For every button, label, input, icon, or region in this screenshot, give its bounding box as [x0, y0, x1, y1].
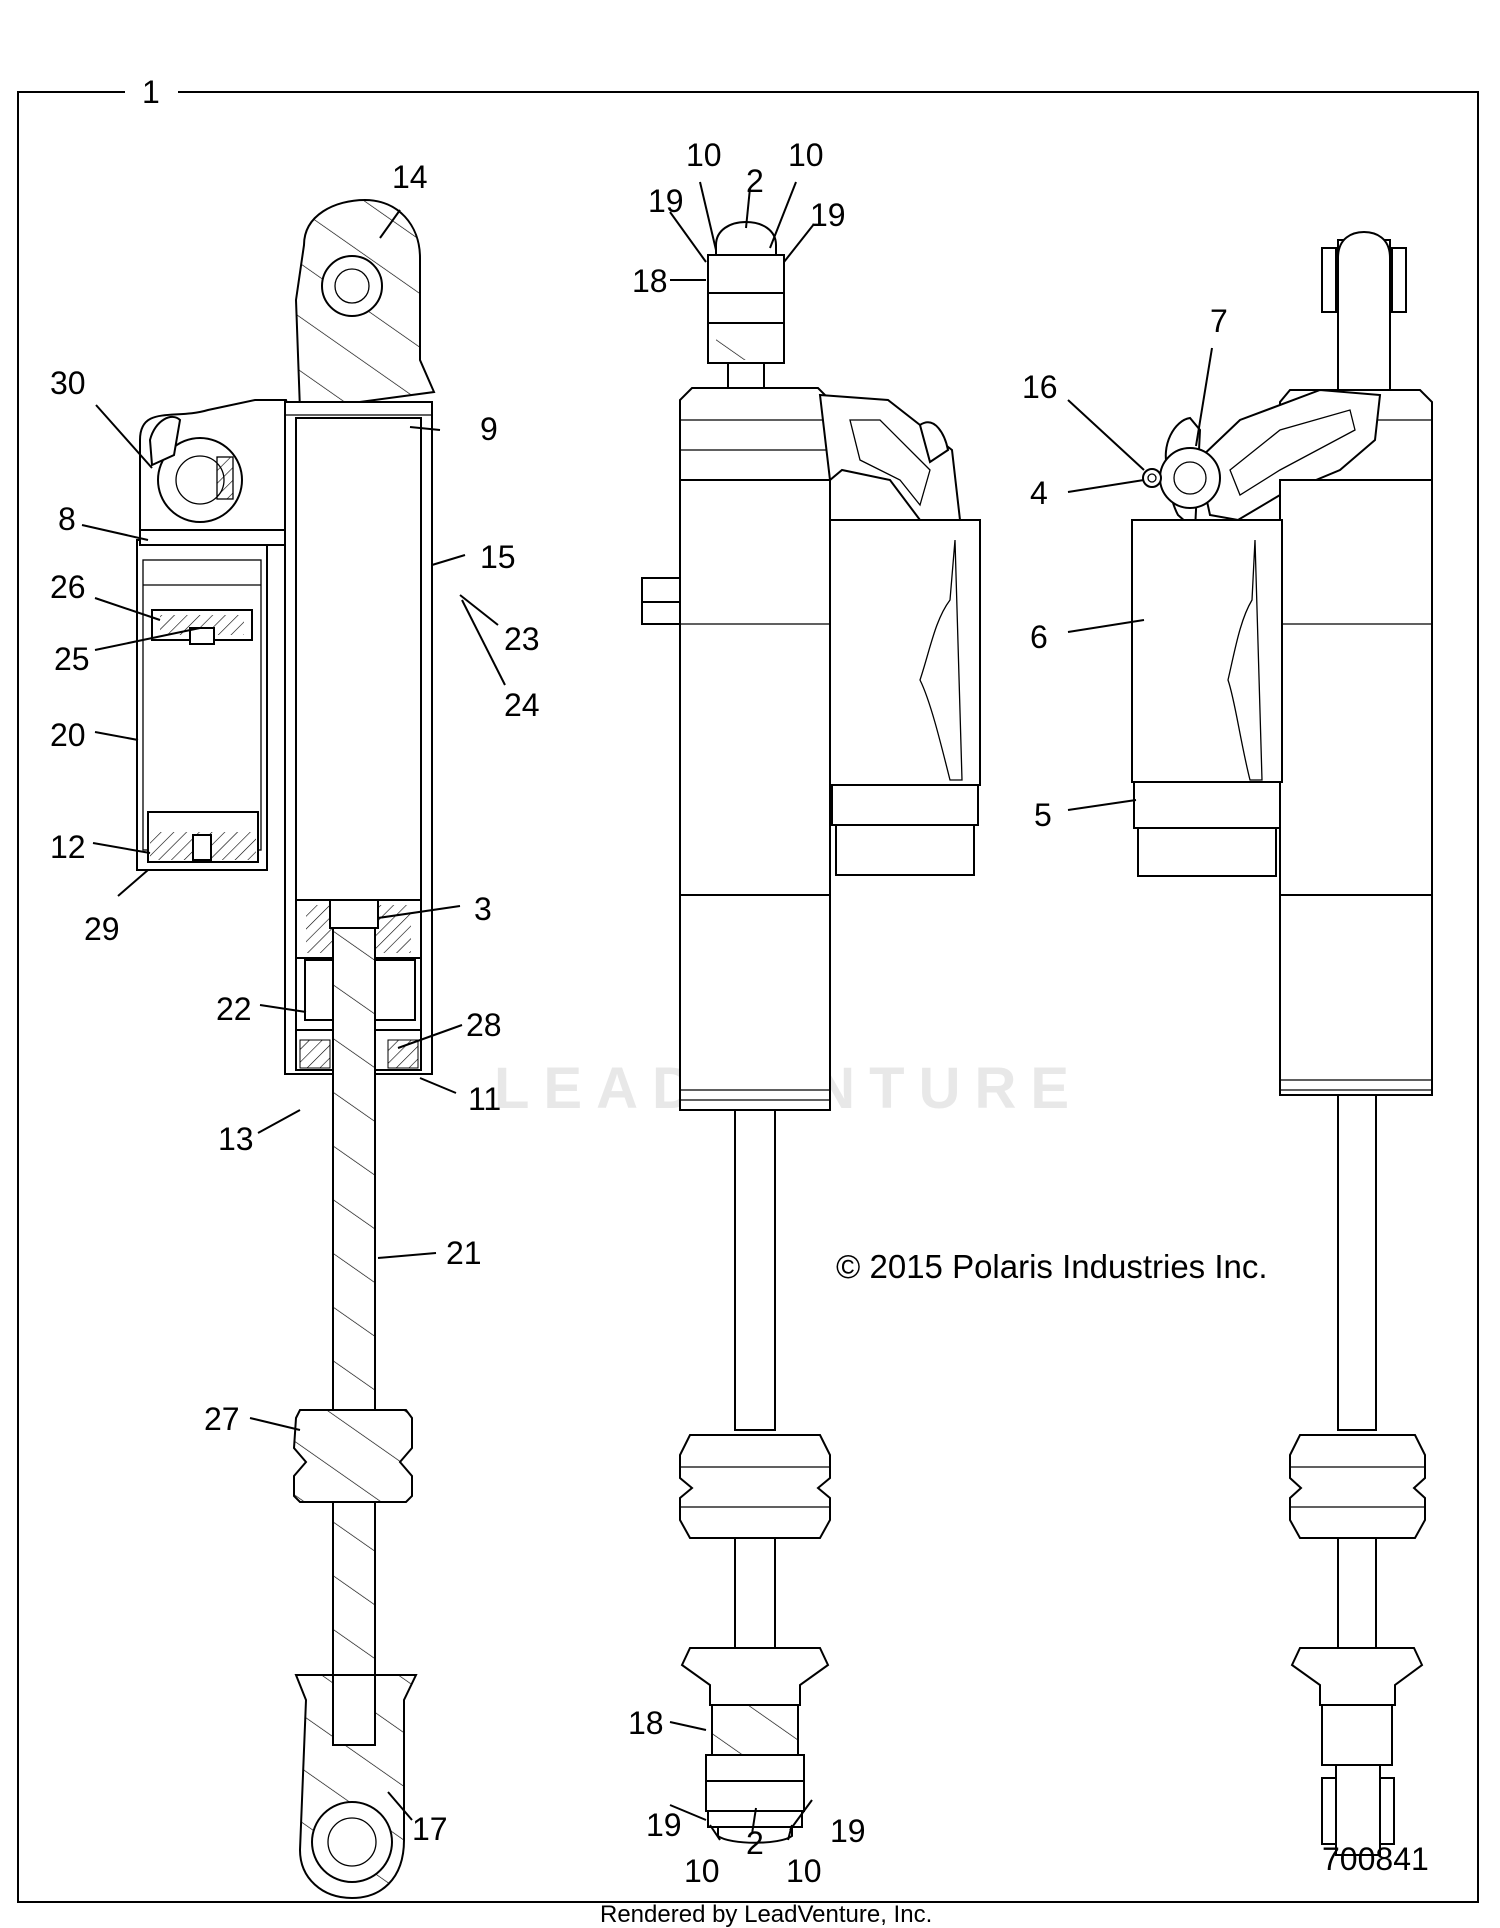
middle-view [641, 220, 981, 1844]
callout-19-top-right: 19 [810, 197, 846, 233]
callout-18-bottom: 18 [628, 1705, 664, 1741]
callout-3: 3 [474, 891, 492, 927]
frame [17, 91, 1479, 1903]
callout-26: 26 [50, 569, 86, 605]
callout-18-top: 18 [632, 263, 668, 299]
callout-7: 7 [1210, 303, 1228, 339]
leader-lines-left [81, 209, 506, 1821]
callout-14: 14 [392, 159, 428, 195]
part-number: 700841 [1322, 1841, 1429, 1877]
cross-section-view [136, 198, 436, 1900]
callout-8: 8 [58, 501, 76, 537]
callout-10-top-right: 10 [788, 137, 824, 173]
callout-10-bottom-right: 10 [786, 1853, 822, 1889]
callout-10-top-left: 10 [686, 137, 722, 173]
footer-text: Rendered by LeadVenture, Inc. [600, 1901, 932, 1928]
right-view [1131, 230, 1433, 1856]
callout-2-top: 2 [746, 163, 764, 199]
callout-6: 6 [1030, 619, 1048, 655]
callout-30: 30 [50, 365, 86, 401]
copyright-text: © 2015 Polaris Industries Inc. [836, 1248, 1268, 1285]
callout-15: 15 [480, 539, 516, 575]
callout-2-bottom: 2 [746, 1825, 764, 1861]
callout-19-bottom-right: 19 [830, 1813, 866, 1849]
callout-29: 29 [84, 911, 120, 947]
callout-25: 25 [54, 641, 90, 677]
callout-11: 11 [468, 1081, 501, 1117]
callout-4: 4 [1030, 475, 1048, 511]
callout-9: 9 [480, 411, 498, 447]
callout-20: 20 [50, 717, 86, 753]
callout-22: 22 [216, 991, 252, 1027]
callout-17: 17 [412, 1811, 448, 1847]
leader-lines-middle [669, 181, 815, 1841]
callout-labels: 1 14 30 9 8 15 26 23 25 24 20 12 29 3 22… [50, 74, 1228, 1889]
leader-lines-right [1067, 347, 1213, 811]
callout-13: 13 [218, 1121, 254, 1157]
callout-5: 5 [1034, 797, 1052, 833]
callout-23: 23 [504, 621, 540, 657]
callout-27: 27 [204, 1401, 240, 1437]
callout-19-bottom-left: 19 [646, 1807, 682, 1843]
callout-10-bottom-left: 10 [684, 1853, 720, 1889]
callout-1: 1 [142, 74, 160, 110]
callout-16: 16 [1022, 369, 1058, 405]
callout-21: 21 [446, 1235, 482, 1271]
callout-12: 12 [50, 829, 86, 865]
callout-19-top-left: 19 [648, 183, 684, 219]
callout-24: 24 [504, 687, 540, 723]
callout-28: 28 [466, 1007, 502, 1043]
